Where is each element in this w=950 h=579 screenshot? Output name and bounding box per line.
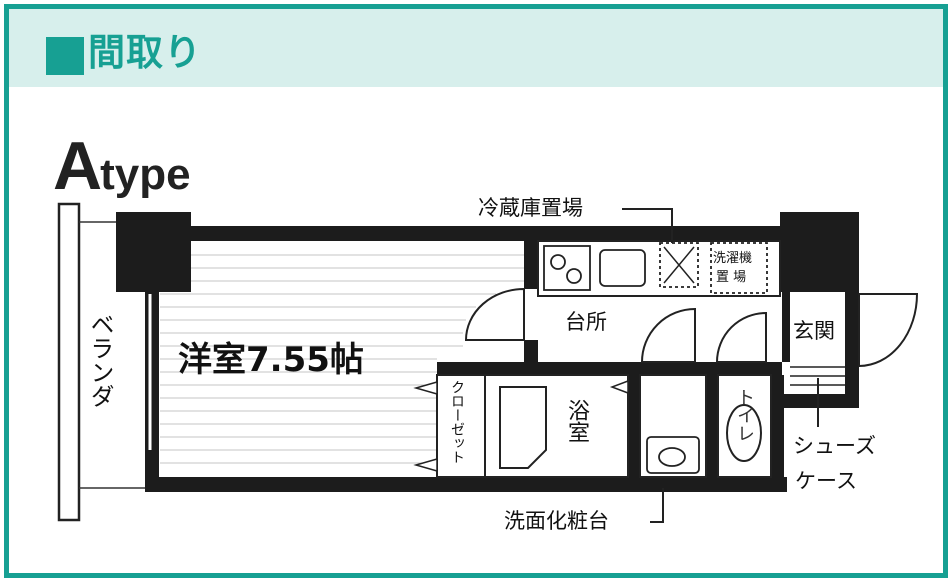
- toilet-label: トイレ: [734, 388, 755, 442]
- basin-bowl-icon: [658, 447, 686, 467]
- laundry-space: [710, 242, 768, 294]
- veranda-rail: [57, 202, 81, 522]
- toilet-bowl-icon: [726, 404, 762, 462]
- closet-label: クローゼット: [449, 380, 465, 464]
- fridge-space: [659, 242, 699, 288]
- closet-door-icon: [413, 458, 438, 472]
- western-room-floor: [160, 254, 524, 464]
- shoe-case-label: ケース: [795, 469, 857, 493]
- walls: [145, 226, 859, 492]
- pillar: [116, 212, 191, 292]
- bath-door-icon: [609, 379, 629, 395]
- header-band: 間取り: [9, 9, 943, 87]
- vanity-leader: [650, 488, 664, 523]
- fridge-space-label: 冷蔵庫置場: [478, 196, 583, 220]
- kitchen-label: 台所: [565, 310, 607, 334]
- fridge-space: [663, 246, 695, 284]
- unit-type-label: Atype: [53, 132, 191, 200]
- burner-icon: [566, 268, 582, 284]
- veranda-label: ベランダ: [86, 312, 114, 408]
- sink: [599, 249, 646, 287]
- entrance-label: 玄関: [793, 319, 835, 343]
- laundry-space-label: 置 場: [716, 270, 747, 285]
- fridge-leader: [622, 208, 673, 243]
- bath-label: 浴室: [564, 399, 589, 443]
- square-bullet-icon: [46, 37, 84, 75]
- doors: [464, 287, 919, 368]
- vanity-basin: [646, 436, 700, 474]
- bathtub: [499, 386, 547, 469]
- burner-icon: [550, 254, 566, 270]
- pillar: [780, 212, 859, 292]
- western-room-label: 洋室7.55帖: [178, 340, 364, 380]
- type-letter: A: [53, 128, 102, 204]
- laundry-space-label: 洗濯機: [713, 251, 753, 266]
- type-suffix: type: [100, 150, 191, 199]
- shoe-case-label: シューズ: [793, 434, 876, 458]
- shoe-case: [790, 366, 845, 386]
- stove: [543, 245, 591, 291]
- closet-door-icon: [413, 381, 438, 395]
- vanity-label: 洗面化粧台: [504, 509, 609, 533]
- page-title: 間取り: [88, 31, 202, 74]
